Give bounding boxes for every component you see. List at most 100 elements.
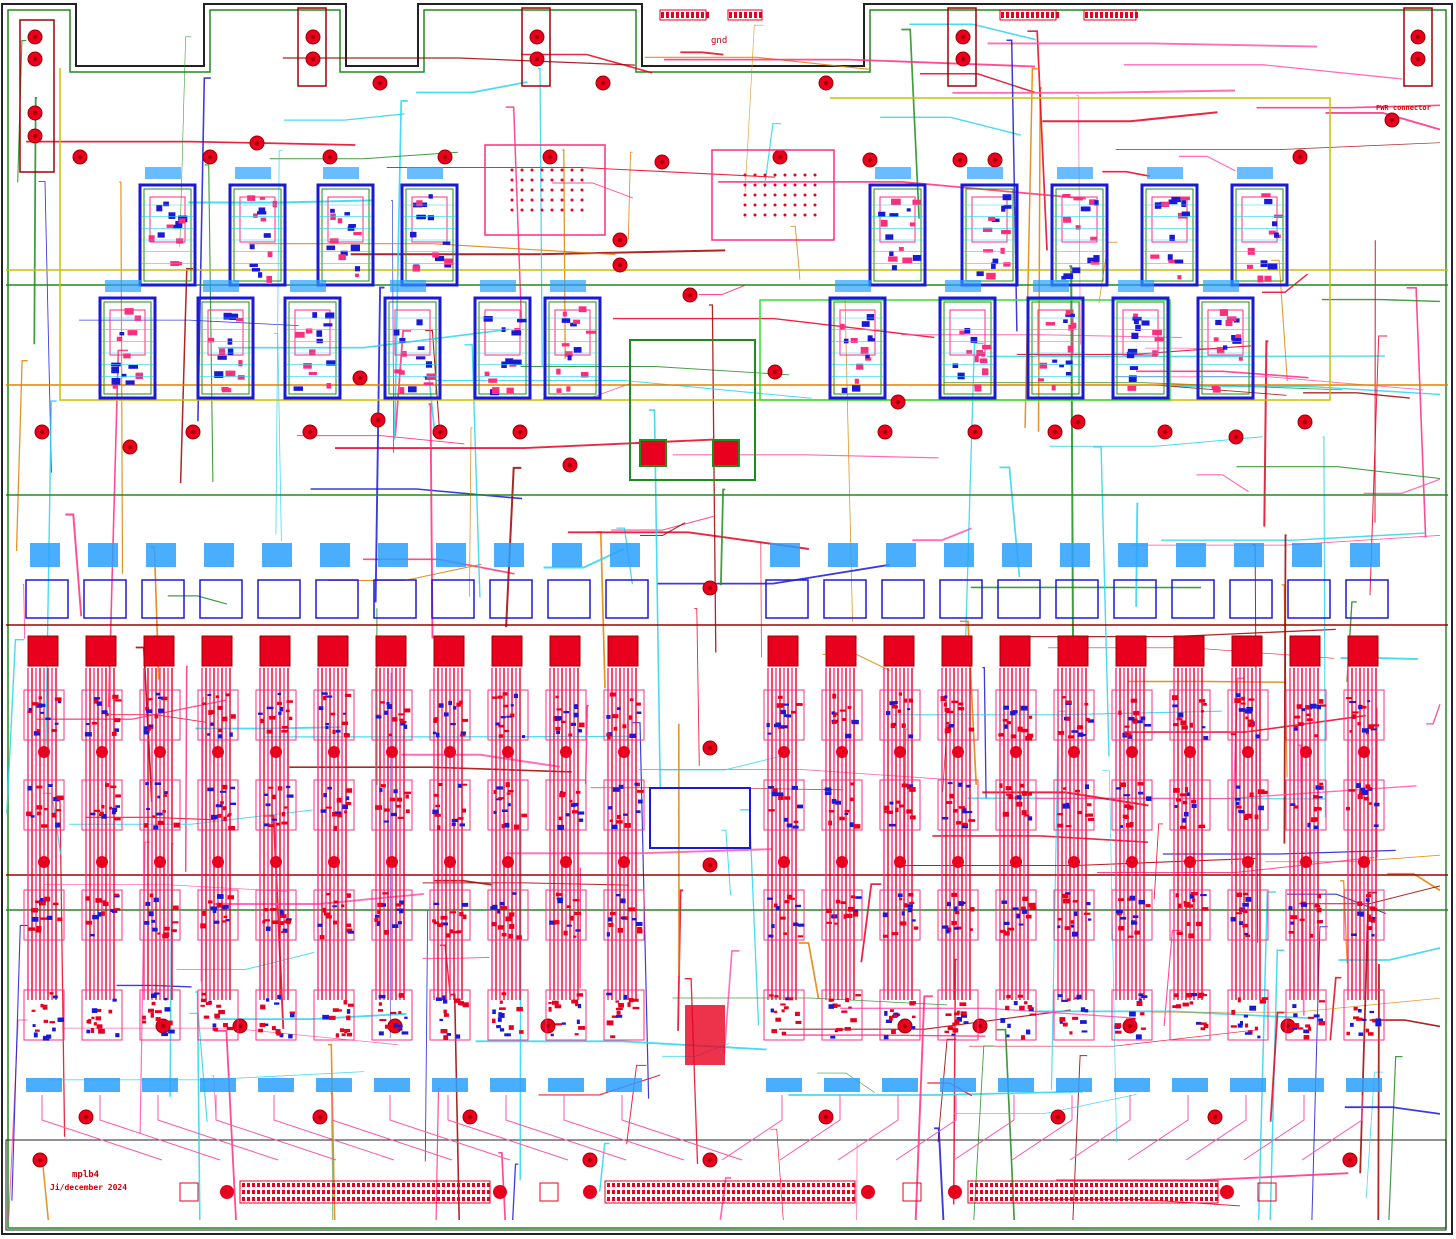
channel-pad	[797, 923, 805, 927]
edge-pin	[1205, 1190, 1208, 1194]
ic-module	[1230, 167, 1289, 287]
edge-pin	[1020, 1183, 1023, 1187]
channel-pad	[151, 1001, 156, 1006]
channel-pad	[1235, 801, 1240, 806]
channel-pad	[899, 897, 903, 901]
mounting-hole-drill	[568, 463, 572, 467]
channel-pad	[145, 782, 149, 786]
channel-pad	[1240, 908, 1245, 911]
connector-pin	[1011, 12, 1014, 18]
smd-pad	[981, 368, 989, 376]
channel-pad	[392, 717, 398, 722]
channel-pad	[435, 804, 441, 808]
channel-fanout	[1011, 1095, 1073, 1161]
edge-pin	[737, 1183, 740, 1187]
channel-pad	[1076, 725, 1084, 730]
smd-pad	[354, 273, 360, 278]
channel-cluster	[1053, 889, 1095, 941]
channel-pad	[1172, 704, 1179, 708]
channel-pad	[1353, 1016, 1360, 1020]
channel-pad	[847, 906, 855, 912]
channel-pad	[616, 893, 621, 897]
channel-pad	[1087, 817, 1095, 821]
edge-pin	[1155, 1197, 1158, 1201]
channel-pad	[832, 914, 836, 918]
channel-pad	[36, 703, 43, 708]
smd-pad	[221, 386, 229, 391]
bga-ball	[530, 188, 534, 192]
smd-pad	[891, 198, 901, 206]
edge-pin	[322, 1190, 325, 1194]
edge-pin	[782, 1190, 785, 1194]
channel-pad	[269, 716, 276, 720]
edge-pin	[347, 1197, 350, 1201]
channel-pad	[1066, 825, 1072, 828]
channel-pad	[1313, 1014, 1320, 1018]
smd-pad	[839, 323, 845, 330]
channel-pad	[1351, 714, 1357, 720]
channel-fanout	[447, 1095, 569, 1161]
channel-pad	[99, 813, 103, 817]
channel-pad	[970, 907, 975, 912]
bga-ball	[763, 203, 767, 207]
edge-pin	[1005, 1197, 1008, 1201]
channel-pad	[835, 899, 841, 904]
mounting-hole-drill	[84, 1115, 88, 1119]
channel-cluster	[23, 779, 65, 831]
channel-fanout	[1243, 1095, 1305, 1161]
ic-module	[98, 280, 157, 400]
channel-pad	[786, 714, 792, 718]
edge-pin	[287, 1190, 290, 1194]
mounting-hole-drill	[33, 35, 37, 39]
edge-pin	[1105, 1190, 1108, 1194]
channel-input-block	[823, 579, 867, 619]
channel-pad	[40, 1003, 44, 1008]
bga-ball	[813, 203, 817, 207]
ic-module	[1026, 280, 1085, 400]
trace	[721, 829, 732, 896]
channel-pad	[399, 909, 404, 914]
edge-pin	[772, 1197, 775, 1201]
channel-adc	[259, 635, 291, 667]
trace	[216, 1029, 237, 1221]
channel-pad	[258, 1028, 263, 1033]
channel-pad	[783, 1006, 789, 1010]
edge-pin	[995, 1197, 998, 1201]
channel-pad	[271, 818, 277, 821]
channel-pad	[1357, 794, 1363, 800]
channel-pad	[229, 732, 233, 737]
edge-pin	[1015, 1190, 1018, 1194]
channel-pad	[210, 722, 214, 726]
bga-ball	[763, 193, 767, 197]
channel-pad	[616, 1010, 621, 1015]
mounting-hole-drill	[546, 1024, 550, 1028]
edge-pin	[1045, 1197, 1048, 1201]
channel-pad	[39, 901, 46, 906]
channel-pad	[1135, 1034, 1142, 1040]
channel-pad	[844, 812, 849, 816]
mounting-hole-drill	[518, 430, 522, 434]
trace	[1325, 111, 1441, 131]
channel-cluster	[937, 889, 979, 941]
trace	[1115, 142, 1441, 150]
smd-pad	[1038, 378, 1044, 382]
channel-pad	[1319, 699, 1324, 704]
channel-pad	[945, 929, 950, 934]
channel-pad	[776, 703, 784, 708]
channel-pad	[909, 787, 916, 792]
edge-pin	[797, 1197, 800, 1201]
connector-pin	[676, 12, 679, 18]
smd-pad	[1260, 260, 1268, 268]
trace	[119, 181, 124, 574]
channel-pad	[215, 695, 220, 699]
smd-pad	[312, 312, 318, 318]
edge-pin	[717, 1183, 720, 1187]
channel-column	[837, 543, 925, 1161]
smd-pad	[1238, 356, 1243, 361]
smd-pad	[251, 268, 261, 272]
channel-pad	[499, 901, 505, 906]
edge-pin	[617, 1197, 620, 1201]
mounting-hole-drill	[961, 35, 965, 39]
channel-pad	[1065, 802, 1070, 807]
channel-pad	[259, 1022, 266, 1028]
